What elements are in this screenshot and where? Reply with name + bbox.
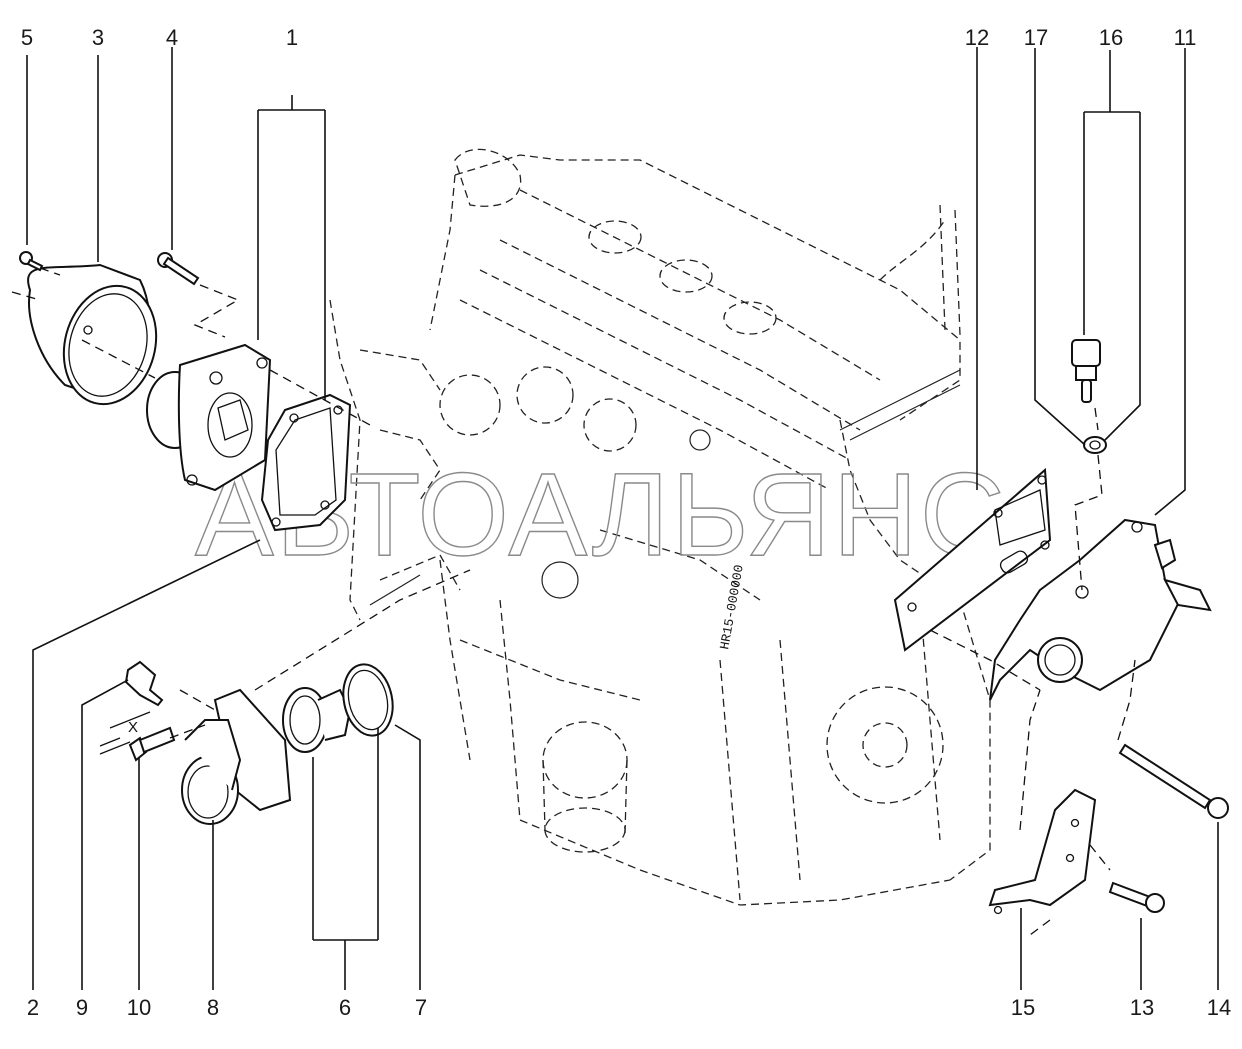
- part-1-water-pump[interactable]: [146, 343, 272, 492]
- part-2-water-pump-gasket[interactable]: [260, 393, 352, 532]
- callout-8: 8: [207, 995, 219, 1020]
- part-4-water-pump-bolt[interactable]: [157, 252, 200, 286]
- dimension-x: X: [99, 711, 151, 755]
- part-9-hose-clip-bracket[interactable]: [124, 660, 164, 707]
- engine-block: HR15-000000: [329, 148, 991, 906]
- callout-3: 3: [92, 25, 104, 50]
- part-11-water-outlet-housing[interactable]: [989, 518, 1212, 701]
- callout-7: 7: [415, 995, 427, 1020]
- part-12-water-outlet-gasket[interactable]: [893, 467, 1052, 652]
- callouts-top: 5 3 4 1 12 17 16 11: [21, 25, 1197, 50]
- callout-2: 2: [27, 995, 39, 1020]
- callout-12: 12: [965, 25, 989, 50]
- part-7-thermostat-seal-ring[interactable]: [337, 660, 399, 740]
- part-3-water-pump-pulley[interactable]: [27, 263, 169, 415]
- part-10-thermostat-cover-bolt[interactable]: [128, 726, 176, 762]
- callout-15: 15: [1011, 995, 1035, 1020]
- callouts-bottom: 2 9 10 8 6 7 15 13 14: [27, 995, 1231, 1020]
- part-5-pulley-bolt[interactable]: [19, 251, 44, 272]
- part-13-bracket-bolt[interactable]: [1108, 881, 1165, 913]
- callout-leaders: [26, 47, 1219, 990]
- part-16-coolant-temperature-sensor[interactable]: [1071, 339, 1101, 403]
- dimension-x-label: X: [128, 719, 138, 736]
- callout-16: 16: [1099, 25, 1123, 50]
- callout-6: 6: [339, 995, 351, 1020]
- callout-1: 1: [286, 25, 298, 50]
- callout-11: 11: [1174, 25, 1197, 50]
- part-8-thermostat-cover[interactable]: [181, 688, 292, 825]
- callout-13: 13: [1130, 995, 1154, 1020]
- callout-10: 10: [127, 995, 151, 1020]
- callout-4: 4: [166, 25, 178, 50]
- callout-9: 9: [76, 995, 88, 1020]
- part-14-housing-long-bolt[interactable]: [1118, 743, 1229, 819]
- part-15-housing-bracket[interactable]: [988, 788, 1097, 915]
- callout-14: 14: [1207, 995, 1231, 1020]
- callout-17: 17: [1024, 25, 1048, 50]
- part-17-sensor-seal-washer[interactable]: [1083, 436, 1107, 454]
- callout-5: 5: [21, 25, 33, 50]
- part-6-thermostat[interactable]: [282, 687, 352, 753]
